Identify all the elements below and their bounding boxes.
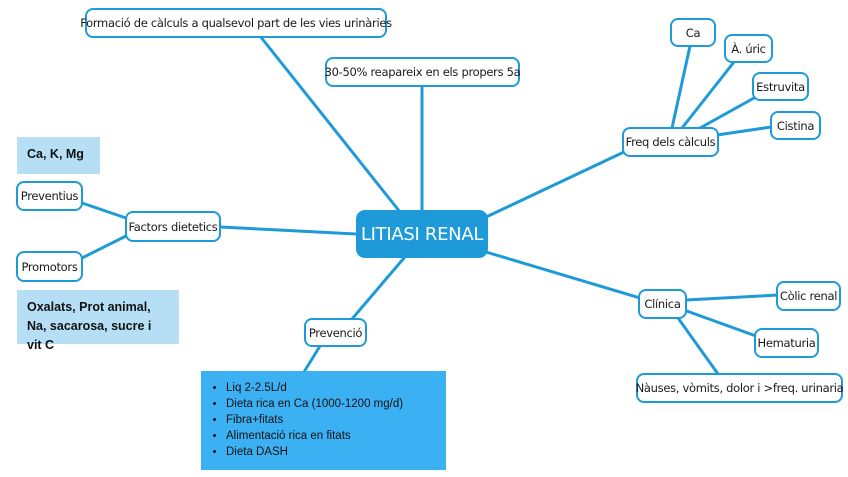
link-root-formacio bbox=[258, 34, 402, 214]
node-factors[interactable]: Factors dietetics bbox=[125, 211, 221, 242]
link-root-clinica bbox=[484, 250, 642, 300]
prevention-item: Liq 2-2.5L/d bbox=[226, 380, 446, 396]
link-root-freq bbox=[482, 150, 626, 220]
link-root-factors bbox=[218, 225, 358, 236]
link-clinica-hematuria bbox=[682, 308, 758, 338]
prevention-item: Fibra+fitats bbox=[226, 412, 446, 428]
link-prevencio-box bbox=[302, 344, 322, 374]
link-clinica-colic bbox=[684, 293, 780, 302]
link-clinica-nauses bbox=[676, 316, 720, 376]
link-factors-preventius bbox=[80, 201, 128, 220]
node-root[interactable]: LITIASI RENAL bbox=[356, 210, 488, 258]
node-nauses[interactable]: Nàuses, vòmits, dolor i >freq. urinaria bbox=[636, 373, 844, 403]
link-freq-uric bbox=[680, 60, 736, 130]
node-formacio[interactable]: Formació de càlculs a qualsevol part de … bbox=[80, 8, 392, 38]
node-promotors[interactable]: Promotors bbox=[16, 251, 83, 282]
node-prevencio[interactable]: Prevenció bbox=[304, 318, 367, 347]
prevention-item: Dieta DASH bbox=[226, 444, 446, 460]
link-root-prevencio bbox=[350, 256, 406, 321]
prevention-list-box: Liq 2-2.5L/d Dieta rica en Ca (1000-1200… bbox=[201, 371, 446, 470]
node-freq[interactable]: Freq dels càlculs bbox=[622, 127, 719, 157]
node-reapareix[interactable]: 30-50% reapareix en els propers 5a bbox=[325, 57, 521, 87]
node-ca[interactable]: Ca bbox=[670, 18, 716, 47]
node-clinica[interactable]: Clínica bbox=[638, 289, 687, 319]
prevention-item: Dieta rica en Ca (1000-1200 mg/d) bbox=[226, 396, 446, 412]
node-preventius[interactable]: Preventius bbox=[16, 181, 83, 211]
prevention-list: Liq 2-2.5L/d Dieta rica en Ca (1000-1200… bbox=[201, 380, 446, 460]
link-freq-estruvita bbox=[698, 96, 756, 130]
node-hematuria[interactable]: Hematuria bbox=[754, 328, 819, 358]
node-estruvita[interactable]: Estruvita bbox=[752, 72, 809, 101]
node-colic[interactable]: Còlic renal bbox=[776, 281, 841, 311]
node-uric[interactable]: À. úric bbox=[724, 34, 773, 63]
link-freq-cistina bbox=[715, 125, 773, 137]
link-freq-ca bbox=[670, 44, 692, 130]
prevention-item: Alimentació rica en fitats bbox=[226, 428, 446, 444]
link-factors-promotors bbox=[80, 234, 128, 260]
note-preventius-detail: Ca, K, Mg bbox=[17, 137, 100, 174]
node-cistina[interactable]: Cistina bbox=[770, 111, 821, 140]
note-promotors-detail: Oxalats, Prot animal, Na, sacarosa, sucr… bbox=[17, 290, 179, 352]
